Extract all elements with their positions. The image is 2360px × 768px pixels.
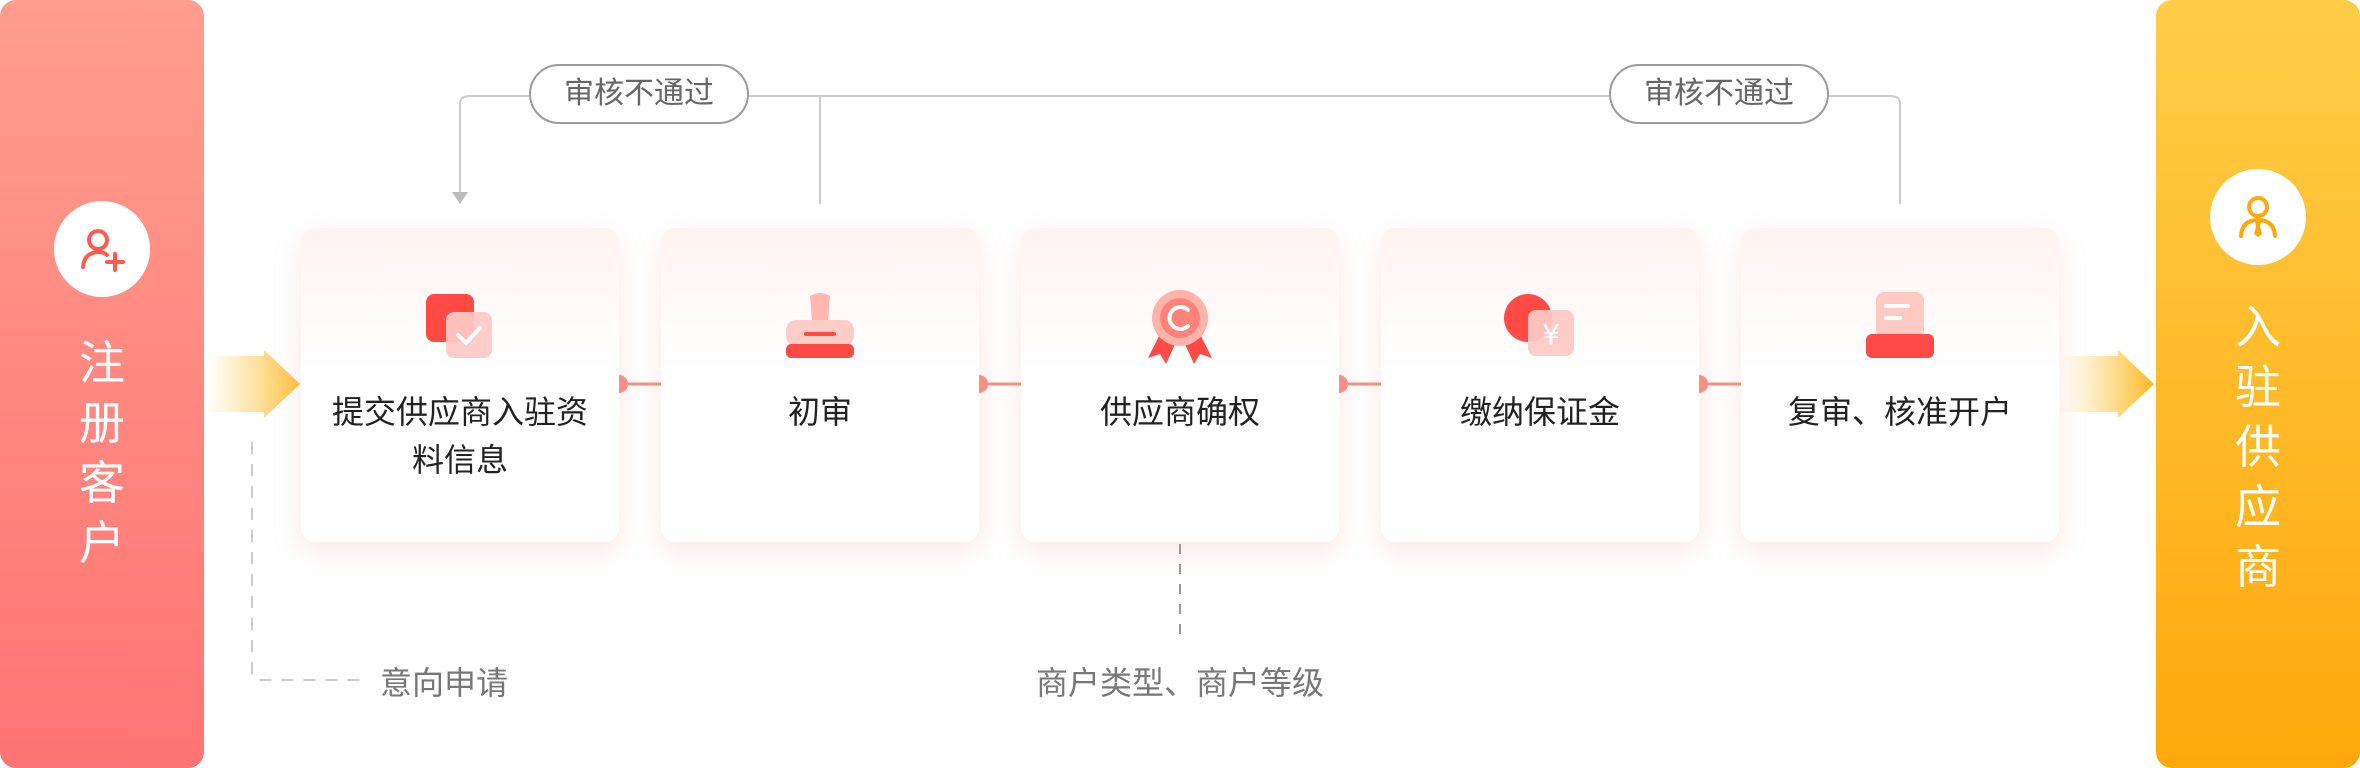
feedback-label: 审核不通过 [564,76,714,111]
step-label: 供应商确权 [1099,393,1260,431]
exit-flow-arrow [2060,350,2154,418]
step-card-initial-review: 初审 [661,228,979,542]
certificate-badge-icon [1140,288,1220,368]
feedback-pill-2: 审核不通过 [1609,64,1829,124]
documents-check-icon [420,288,500,368]
note-intent-application: 意向申请 [380,664,509,702]
yuan-payment-icon: ¥ [1500,288,1580,368]
start-panel-register-customer: 注 册 客 户 [0,0,204,768]
feedback-label: 审核不通过 [1644,76,1794,111]
step-label: 缴纳保证金 [1459,393,1620,431]
feedback-line [459,95,1901,204]
start-label: 注 册 客 户 [79,336,125,570]
end-panel-settled-supplier: 入 驻 供 应 商 [2156,0,2360,768]
merchant-user-icon [2210,169,2306,265]
user-add-icon [54,201,150,297]
step-card-re-review-open-account: 复审、核准开户 [1741,228,2059,542]
entry-flow-arrow [206,350,300,418]
intent-dashed-line [251,442,366,681]
stamp-icon [780,288,860,368]
step-card-supplier-rights: 供应商确权 [1021,228,1339,542]
feedback-arrowhead [452,192,468,204]
svg-text:¥: ¥ [1542,318,1560,351]
step-label: 提交供应商入驻资料信息 [331,393,588,479]
feedback-pill-1: 审核不通过 [529,64,749,124]
approval-printer-icon [1860,288,1940,368]
step-label: 复审、核准开户 [1787,393,2012,431]
step-card-submit-info: 提交供应商入驻资料信息 [301,228,619,542]
note-merchant-type-level: 商户类型、商户等级 [1036,664,1325,702]
end-label: 入 驻 供 应 商 [2235,300,2281,594]
step-card-deposit: ¥ 缴纳保证金 [1381,228,1699,542]
step-label: 初审 [787,393,852,431]
